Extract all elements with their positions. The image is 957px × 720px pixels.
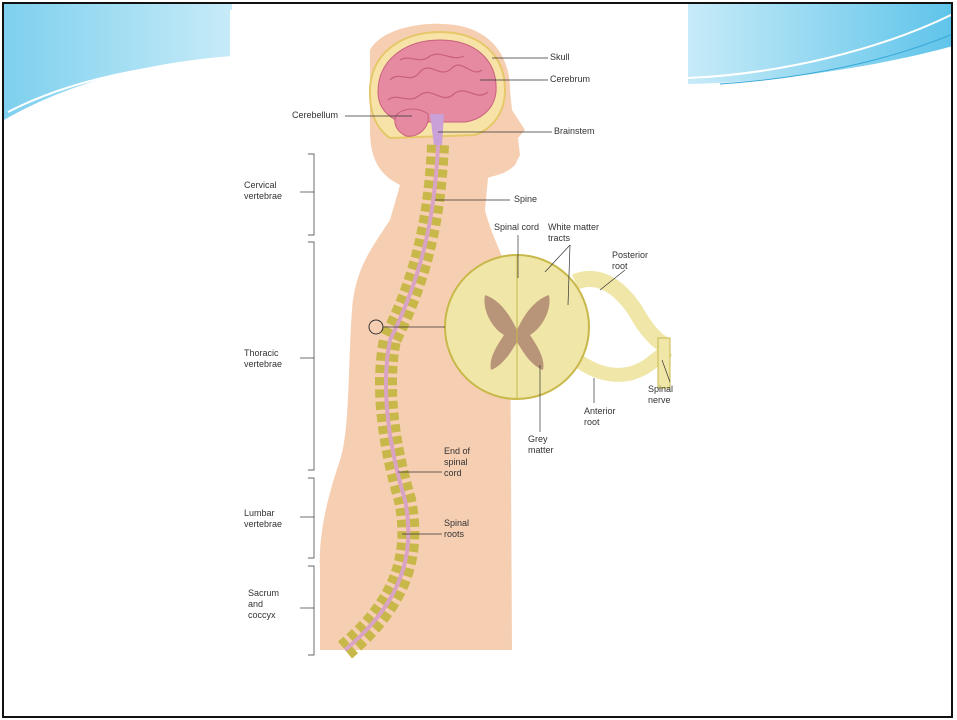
spinal-cord-cross-section: [445, 255, 670, 399]
label-sacrum-and-coccyx: Sacrum and coccyx: [248, 588, 279, 621]
label-white-matter-tracts: White matter tracts: [548, 222, 599, 244]
label-cerebellum: Cerebellum: [292, 110, 338, 121]
label-cerebrum: Cerebrum: [550, 74, 590, 85]
label-grey-matter: Grey matter: [528, 434, 554, 456]
label-cervical-vertebrae: Cervical vertebrae: [244, 180, 282, 202]
label-end-of-spinal-cord: End of spinal cord: [444, 446, 470, 479]
label-skull: Skull: [550, 52, 570, 63]
label-spinal-nerve: Spinal nerve: [648, 384, 673, 406]
label-spinal-cord: Spinal cord: [494, 222, 539, 233]
nervous-system-figure: Skull Cerebrum Cerebellum Brainstem Cerv…: [230, 10, 688, 682]
label-brainstem: Brainstem: [554, 126, 595, 137]
label-spine: Spine: [514, 194, 537, 205]
label-anterior-root: Anterior root: [584, 406, 616, 428]
label-lumbar-vertebrae: Lumbar vertebrae: [244, 508, 282, 530]
label-posterior-root: Posterior root: [612, 250, 648, 272]
label-thoracic-vertebrae: Thoracic vertebrae: [244, 348, 282, 370]
label-spinal-roots: Spinal roots: [444, 518, 469, 540]
